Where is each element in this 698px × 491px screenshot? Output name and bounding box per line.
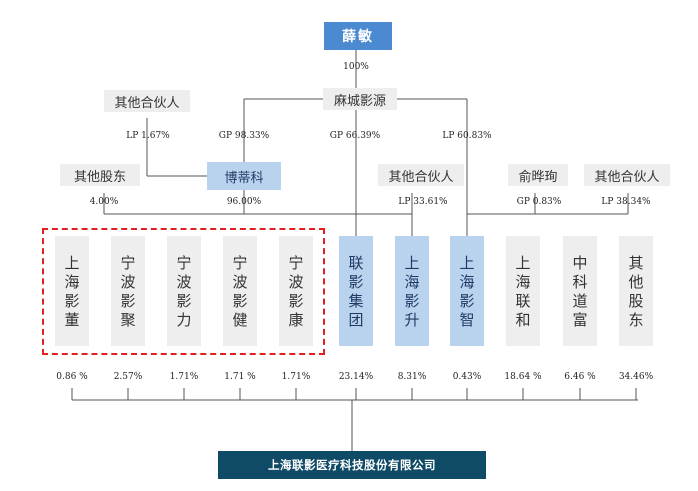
shareholder-zhongke-daofu: 中科道富 (563, 236, 597, 346)
node-company: 上海联影医疗科技股份有限公司 (218, 451, 486, 479)
node-yu-huaxun: 俞晔珣 (508, 164, 568, 186)
label-lp-33-61: LP 33.61% (398, 197, 448, 207)
shareholder-shanghai-yingdong: 上海影董 (55, 236, 89, 346)
pct-shanghai-yingsheng: 8.31% (397, 372, 427, 382)
pct-ningbo-yingli: 1.71% (169, 372, 199, 382)
pct-shanghai-lianhe: 18.64 % (504, 372, 542, 382)
shareholder-ningbo-yingjian: 宁波影健 (223, 236, 257, 346)
node-other-partner-mid: 其他合伙人 (378, 164, 464, 186)
label-gp-66-39: GP 66.39% (329, 131, 381, 141)
node-xue-min: 薛敏 (324, 22, 392, 50)
pct-ningbo-yingkang: 1.71% (281, 372, 311, 382)
label-lp-38-34: LP 38.34% (601, 197, 651, 207)
shareholder-shanghai-lianhe: 上海联和 (506, 236, 540, 346)
label-gp-98-33: GP 98.33% (218, 131, 270, 141)
pct-shanghai-yingdong: 0.86 % (56, 372, 88, 382)
node-other-partner-left: 其他合伙人 (104, 90, 190, 112)
shareholder-shanghai-yingsheng: 上海影升 (395, 236, 429, 346)
highlight-dashed-box (42, 228, 325, 355)
node-bodike: 博蒂科 (207, 162, 281, 190)
shareholder-shanghai-yingzhi: 上海影智 (450, 236, 484, 346)
pct-other-shareholders: 34.46% (618, 372, 654, 382)
pct-zhongke-daofu: 6.46 % (564, 372, 596, 382)
shareholder-other: 其他股东 (619, 236, 653, 346)
label-4-00: 4.00% (89, 197, 119, 207)
label-lp-60-83: LP 60.83% (442, 131, 492, 141)
node-macheng-yingyuan: 麻城影源 (323, 88, 397, 110)
label-96-00: 96.00% (226, 197, 262, 207)
shareholder-ningbo-yingkang: 宁波影康 (279, 236, 313, 346)
node-other-shareholders-upper: 其他股东 (60, 164, 140, 186)
pct-ningbo-yingju: 2.57% (113, 372, 143, 382)
shareholder-ningbo-yingli: 宁波影力 (167, 236, 201, 346)
node-other-partner-right: 其他合伙人 (584, 164, 670, 186)
shareholder-ningbo-yingju: 宁波影聚 (111, 236, 145, 346)
pct-lianying-group: 23.14% (338, 372, 374, 382)
pct-100: 100% (343, 62, 369, 72)
shareholder-lianying-group: 联影集团 (339, 236, 373, 346)
label-gp-0-83: GP 0.83% (516, 197, 562, 207)
pct-shanghai-yingzhi: 0.43% (452, 372, 482, 382)
pct-ningbo-yingjian: 1.71 % (224, 372, 256, 382)
label-lp-1-67: LP 1.67% (126, 131, 170, 141)
